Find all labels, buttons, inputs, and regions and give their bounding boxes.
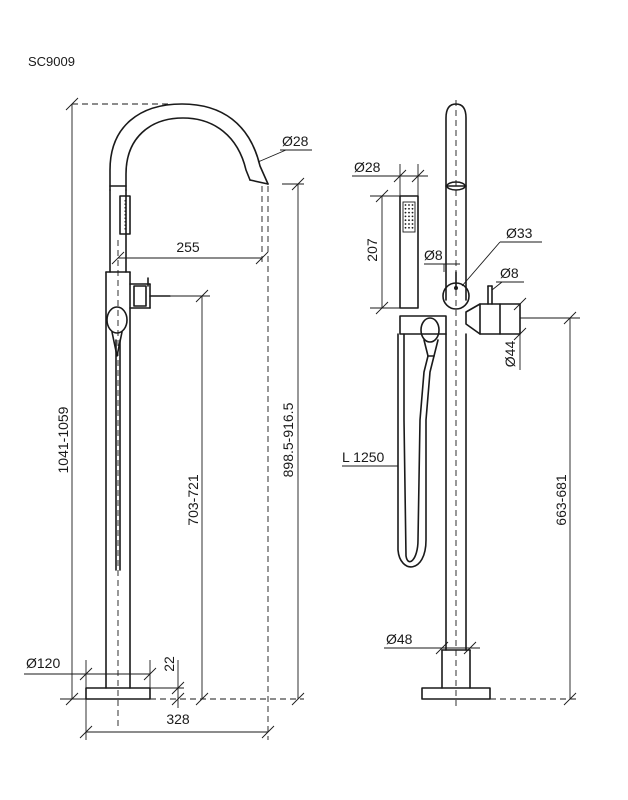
nozzle-dot: [411, 223, 414, 225]
nozzle-dot: [411, 204, 414, 206]
handle-diameter-label: Ø44: [502, 341, 518, 368]
nozzle-dot: [404, 223, 407, 225]
dim-handle-diameter: Ø44: [502, 297, 527, 370]
nozzle-dot: [404, 215, 407, 218]
right-hose: [397, 333, 435, 568]
dim-lever-height: 703-721: [170, 289, 210, 706]
nozzle-dot: [408, 219, 410, 222]
hose-length-label: L 1250: [342, 449, 385, 465]
nozzle-dot: [411, 219, 414, 222]
nozzle-dot: [408, 215, 410, 218]
left-hose-connector: [106, 306, 128, 357]
spout-diameter-label: Ø28: [282, 133, 309, 149]
right-view: Ø28 207 Ø8 Ø33 Ø8: [342, 100, 580, 710]
right-base-plate: [421, 687, 491, 700]
column-diameter-label: Ø48: [386, 631, 413, 647]
nozzle-dot: [411, 215, 414, 218]
model-code: SC9009: [28, 54, 75, 69]
dim-hose-length: L 1250: [342, 449, 398, 467]
nozzle-dot: [404, 207, 407, 210]
pin-diameter-label: Ø8: [500, 265, 519, 281]
base-thickness-label: 22: [161, 656, 177, 672]
dim-spout-reach: 255: [111, 186, 269, 265]
right-holder: [399, 315, 447, 357]
base-to-outlet-label: 328: [166, 711, 190, 727]
dim-handle-height: 663-681: [490, 311, 580, 706]
nozzle-dot: [408, 207, 410, 210]
nozzle-dot: [408, 204, 410, 206]
nozzle-dot: [408, 226, 410, 229]
dim-base-diameter: Ø120: [24, 655, 157, 688]
dim-handshower-diameter: Ø28: [352, 159, 428, 196]
nozzle-dot: [408, 223, 410, 225]
lever-diameter-label: Ø8: [424, 247, 443, 263]
dim-body-diameter: Ø33: [461, 225, 542, 287]
nozzle-dot: [408, 211, 410, 214]
dim-handshower-length: 207: [364, 189, 400, 315]
dim-pin-diameter: Ø8: [491, 265, 524, 291]
dim-spout-diameter: Ø28: [257, 133, 312, 163]
nozzle-dot: [411, 207, 414, 210]
dim-base-to-outlet: 328: [79, 699, 275, 740]
dim-overall-height: 1041-1059: [55, 97, 170, 706]
nozzle-dot: [404, 211, 407, 214]
left-view: 1041-1059 Ø28 255 898.5-916.5: [24, 97, 312, 740]
dim-outlet-height: 898.5-916.5: [150, 177, 305, 740]
nozzle-dot: [404, 226, 407, 229]
right-handshower: [399, 195, 419, 309]
handshower-nozzle-pattern: [404, 204, 414, 229]
nozzle-dot: [411, 211, 414, 214]
lever-height-label: 703-721: [185, 474, 201, 526]
right-handle: [465, 285, 521, 335]
spout-reach-label: 255: [176, 239, 200, 255]
handshower-length-label: 207: [364, 238, 380, 262]
left-lever: [129, 277, 171, 309]
dim-column-diameter: Ø48: [384, 631, 480, 655]
dim-base-thickness: 22: [150, 656, 185, 708]
body-diameter-label: Ø33: [506, 225, 533, 241]
nozzle-dot: [404, 204, 407, 206]
outlet-height-label: 898.5-916.5: [280, 402, 296, 477]
nozzle-dot: [411, 226, 414, 229]
handle-height-label: 663-681: [553, 474, 569, 526]
base-diameter-label: Ø120: [26, 655, 60, 671]
handshower-diameter-label: Ø28: [354, 159, 381, 175]
left-base-plate: [85, 687, 151, 700]
dim-lever-diameter: Ø8: [424, 247, 460, 272]
overall-height-label: 1041-1059: [55, 406, 71, 473]
nozzle-dot: [404, 219, 407, 222]
left-handshower: [115, 195, 131, 571]
